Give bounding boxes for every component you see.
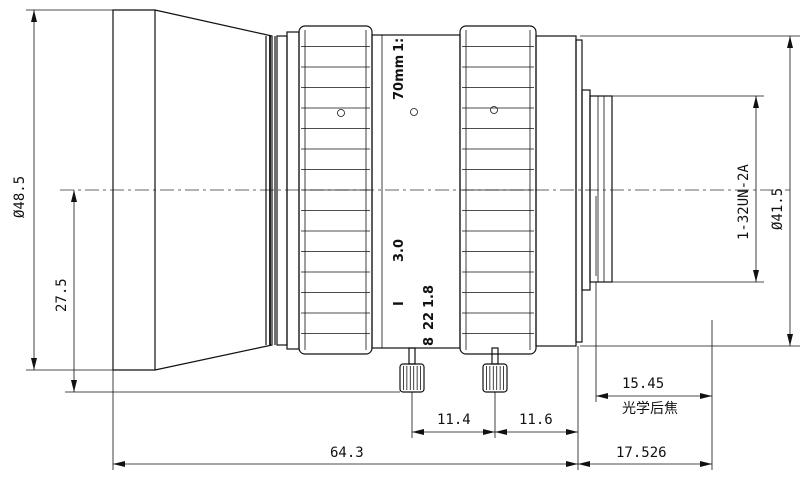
focal-length-label: 70mm: [392, 55, 407, 100]
index-dot-left: [337, 109, 345, 117]
aperture-max-mark: 1.8: [422, 285, 437, 308]
flange-distance-value: 17.526: [616, 445, 667, 461]
dim-knob-spacing: 11.4 11.6: [411, 346, 579, 438]
focal-suffix-label: 1:: [392, 38, 407, 52]
dim-thread: 1-32UN-2A: [612, 95, 764, 283]
aperture-8-mark: 8: [422, 337, 437, 346]
dim-mount-diameter: Ø41.5: [580, 35, 800, 347]
index-dot-middle: [410, 108, 418, 116]
dim-back-focus: 15.45 光学后焦: [595, 282, 713, 417]
lens-mount: [535, 35, 613, 347]
focus-ring-left: [298, 25, 373, 355]
scale-ring: 70mm 1: 3.0 I 1.8 22 8: [371, 34, 461, 349]
dim-center-height: 27.5: [54, 190, 400, 393]
thread-value: 1-32UN-2A: [736, 164, 752, 240]
infinity-mark: I: [392, 301, 407, 306]
back-focus-value: 15.45: [622, 376, 664, 392]
aperture-22-mark: 22: [422, 312, 437, 330]
knob-spacing-a-value: 11.4: [437, 412, 471, 428]
aperture-ring-right: [459, 25, 537, 355]
locking-screw-left: [399, 347, 425, 393]
dim-total-length: 64.3 17.526: [112, 370, 713, 470]
dim-overall-diameter: Ø48.5: [12, 9, 113, 371]
back-focus-label: 光学后焦: [622, 401, 678, 417]
overall-diameter-value: Ø48.5: [12, 176, 28, 218]
distance-mark: 3.0: [392, 239, 407, 262]
knob-spacing-b-value: 11.6: [519, 412, 553, 428]
mount-diameter-value: Ø41.5: [770, 188, 786, 230]
index-dot-right: [490, 106, 498, 114]
center-height-value: 27.5: [54, 278, 70, 312]
total-length-value: 64.3: [330, 445, 364, 461]
lens-collar: [276, 31, 300, 350]
